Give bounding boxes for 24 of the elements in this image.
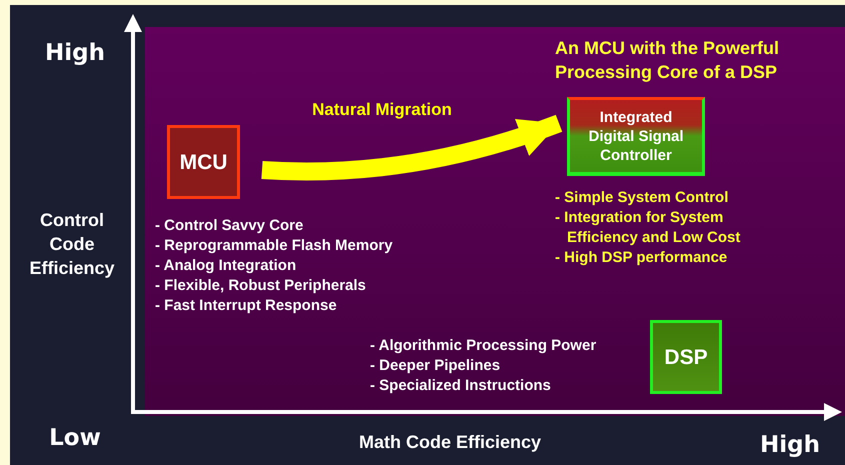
bullet-item: - Simple System Control — [555, 188, 730, 208]
heading: An MCU with the Powerful Processing Core of a DSP — [555, 37, 780, 84]
process-box — [650, 320, 722, 394]
axis-label: Control Code Efficiency — [28, 209, 116, 280]
scale-label: Low — [48, 425, 102, 451]
bullet-item: - Deeper Pipelines — [370, 356, 502, 376]
scale-label: High — [44, 40, 106, 66]
box-label: DSP — [664, 344, 708, 370]
bullet-item: - Integration for System Efficiency and Low Cost — [555, 208, 742, 248]
box-label: Integrated Digital Signal Controller — [587, 108, 684, 164]
edge-label: Natural Migration — [311, 100, 453, 120]
bullet-item: - Algorithmic Processing Power — [370, 336, 598, 356]
scale-label: High — [759, 432, 821, 458]
bullet-item: - Analog Integration — [155, 256, 298, 276]
bullet-item: - Control Savvy Core — [155, 216, 304, 236]
bullet-item: - Specialized Instructions — [370, 376, 552, 396]
box-label: MCU — [180, 150, 228, 174]
process-box — [167, 125, 240, 199]
bullet-item: - Fast Interrupt Response — [155, 296, 338, 316]
bullet-item: - Reprogrammable Flash Memory — [155, 236, 394, 256]
process-box — [567, 97, 705, 176]
bullet-item: - High DSP performance — [555, 248, 728, 268]
bullet-item: - Flexible, Robust Peripherals — [155, 276, 367, 296]
axis-label: Math Code Efficiency — [358, 432, 542, 453]
